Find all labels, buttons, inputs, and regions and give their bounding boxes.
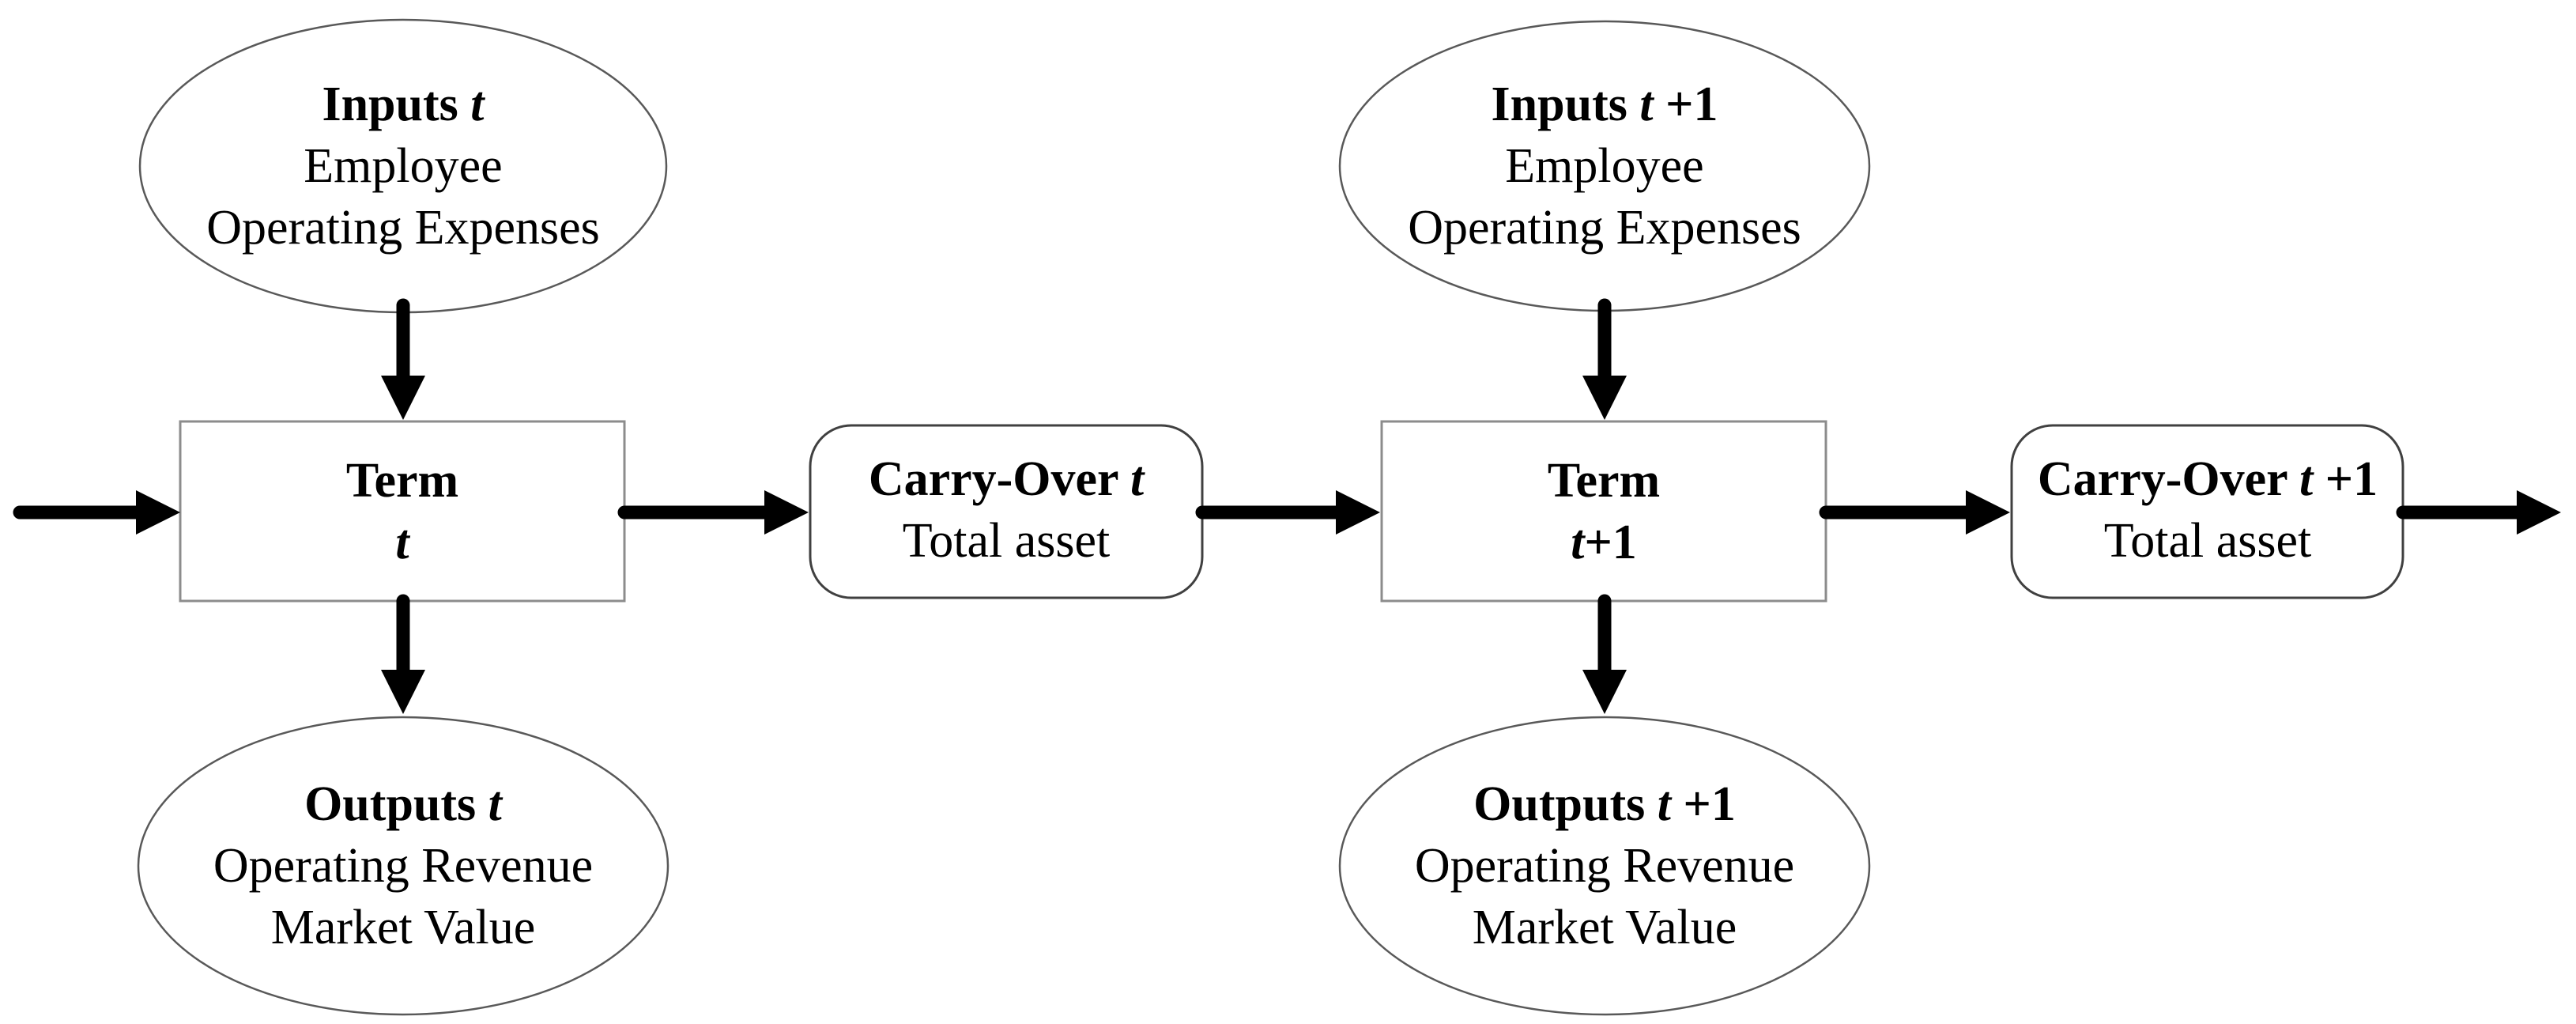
arrow-term-t1-to-carryover-t1 [1819,490,2010,535]
carryover-t-title-main: Carry-Over [868,452,1130,506]
outputs-t1-title: Outputs t +1 [1415,773,1794,835]
arrow-inputs-t1-to-term-t1 [1582,298,1627,420]
inputs-t1-label: Inputs t +1 Employee Operating Expenses [1408,74,1801,259]
inputs-t1-title-suffix: +1 [1653,77,1718,131]
outputs-t-title-main: Outputs [304,777,488,831]
term-t1-title: Term [1547,454,1661,508]
term-t-title: Term [345,454,459,508]
arrow-carryover-t-to-term-t1 [1195,490,1380,535]
outputs-t1-title-suffix: +1 [1670,777,1736,831]
outputs-t-line1: Operating Revenue [213,839,594,893]
arrow-into-term-t [13,490,180,535]
carryover-t-title: Carry-Over t [869,448,1144,510]
arrow-carryover-t1-out [2396,490,2561,535]
carryover-t-title-var: t [1130,452,1145,506]
carryover-t-line1: Total asset [902,514,1111,568]
outputs-t-title-var: t [488,777,502,831]
outputs-t-ellipse [137,716,669,1016]
term-t1-label: Term t+1 [1548,450,1660,573]
inputs-t-title: Inputs t [206,74,600,135]
carryover-t1-title-main: Carry-Over [2037,452,2300,506]
outputs-t-title: Outputs t [213,773,593,835]
outputs-t1-line2: Market Value [1472,901,1737,954]
term-t-var-line: t [346,512,458,573]
inputs-t1-line2: Operating Expenses [1408,201,1801,255]
carryover-t1-title-suffix: +1 [2313,452,2378,506]
inputs-t1-title: Inputs t +1 [1408,74,1801,135]
outputs-t1-label: Outputs t +1 Operating Revenue Market Va… [1415,773,1794,958]
outputs-t-line2: Market Value [270,901,536,954]
outputs-t1-ellipse [1338,716,1871,1016]
term-t-var: t [395,516,409,569]
term-t1-var-line: t+1 [1548,512,1660,573]
inputs-t-line2: Operating Expenses [206,201,600,255]
arrow-term-t-to-carryover-t [617,490,809,535]
carryover-t1-label: Carry-Over t +1 Total asset [2038,448,2378,572]
term-t1-box [1380,420,1827,603]
inputs-t1-title-var: t [1639,77,1654,131]
inputs-t-line1: Employee [304,139,503,193]
carryover-t1-line1: Total asset [2103,514,2312,568]
arrow-term-t-to-outputs-t [381,594,425,714]
arrow-inputs-t-to-term-t [381,298,425,420]
outputs-t-label: Outputs t Operating Revenue Market Value [213,773,593,958]
arrow-term-t1-to-outputs-t1 [1582,594,1627,714]
inputs-t-title-main: Inputs [322,77,471,131]
carryover-t1-title-var: t [2299,452,2314,506]
outputs-t1-title-var: t [1657,777,1671,831]
carryover-t-label: Carry-Over t Total asset [869,448,1144,572]
term-t-label: Term t [346,450,458,573]
carryover-t1-title: Carry-Over t +1 [2038,448,2378,510]
term-t1-var: t [1571,516,1585,569]
inputs-t1-title-main: Inputs [1491,77,1640,131]
outputs-t1-title-main: Outputs [1473,777,1658,831]
outputs-t1-line1: Operating Revenue [1414,839,1795,893]
term-t1-var-suffix: +1 [1584,516,1637,569]
inputs-t-label: Inputs t Employee Operating Expenses [206,74,600,259]
term-t-box [179,420,626,603]
inputs-t-title-var: t [470,77,485,131]
inputs-t1-line1: Employee [1505,139,1704,193]
